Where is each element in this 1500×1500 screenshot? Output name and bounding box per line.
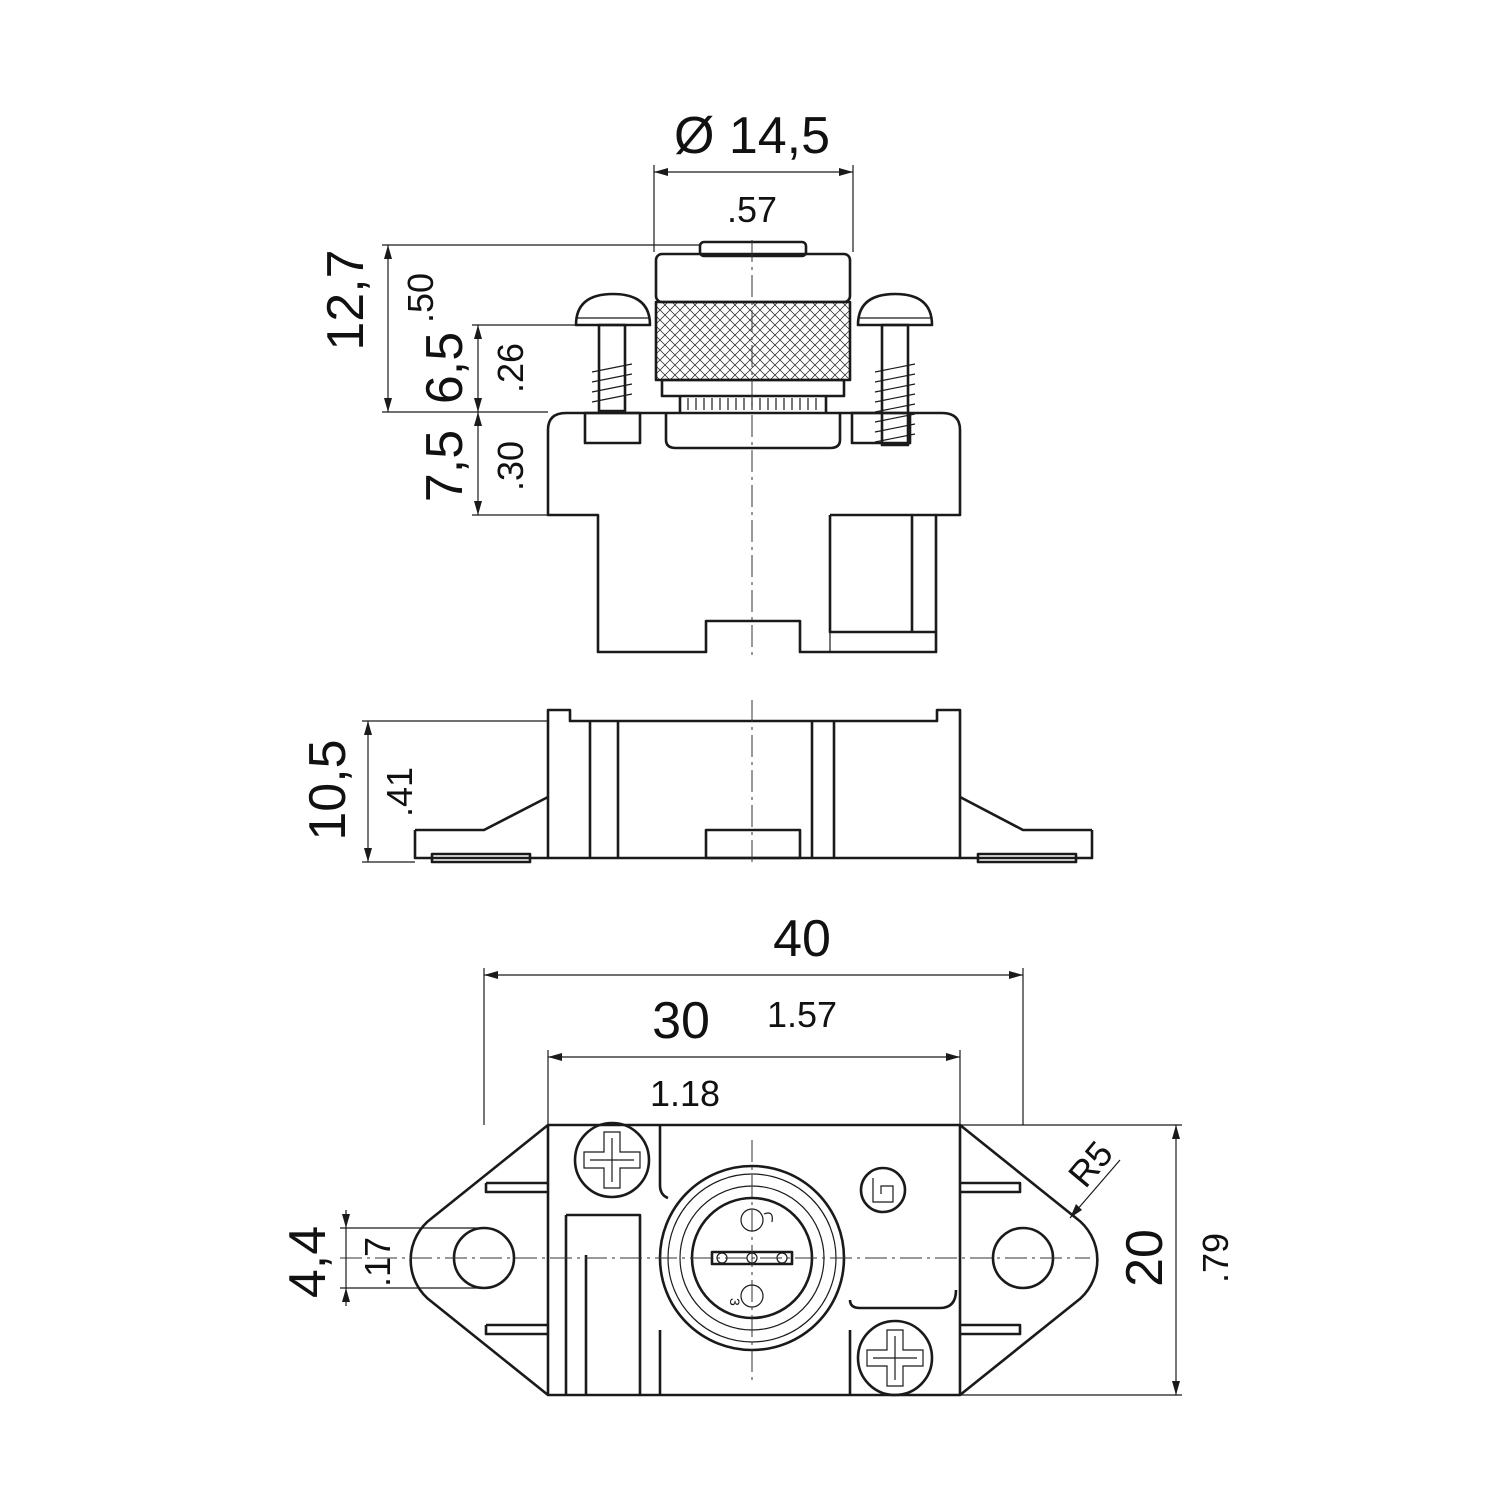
side-height-dimension: 10,5 .41 xyxy=(299,720,548,863)
height-lower-inch-label: .30 xyxy=(490,441,531,491)
side-height-inch-label: .41 xyxy=(379,767,420,817)
manufacturer-logo xyxy=(859,1166,907,1214)
right-screw xyxy=(856,292,934,447)
radius-label: R5 xyxy=(1060,1133,1121,1195)
diameter-label: Ø 14,5 xyxy=(674,107,830,165)
height-total-inch-label: .50 xyxy=(400,273,441,323)
side-view: 10,5 .41 xyxy=(299,700,1094,864)
bottom-view: 40 1.57 30 1.18 xyxy=(279,910,1236,1397)
flange-height-label: 20 xyxy=(1116,1229,1174,1287)
height-upper-inch-label: .26 xyxy=(490,343,531,393)
width-total-inch-label: 1.57 xyxy=(767,994,837,1035)
height-dimensions: 12,7 .50 6,5 .26 7,5 .30 xyxy=(317,244,700,516)
flange-height-inch-label: .79 xyxy=(1195,1233,1236,1283)
height-lower-label: 7,5 xyxy=(416,430,474,502)
hole-diameter-label: 4,4 xyxy=(279,1226,337,1298)
width-total-label: 40 xyxy=(773,910,831,968)
hole-diameter-inch-label: .17 xyxy=(357,1237,398,1287)
radius-dimension: R5 xyxy=(1060,1133,1121,1219)
housing-front xyxy=(546,411,962,654)
lower-screw-head xyxy=(856,1319,934,1397)
diameter-inch-label: .57 xyxy=(727,189,777,230)
top-view: Ø 14,5 .57 xyxy=(317,107,962,660)
hole-diameter-dimension: 4,4 .17 xyxy=(279,1210,484,1306)
hole-spacing-inch-label: 1.18 xyxy=(650,1073,720,1114)
coupling-nut xyxy=(654,240,852,412)
height-total-label: 12,7 xyxy=(317,249,375,350)
height-upper-label: 6,5 xyxy=(416,332,474,404)
hole-spacing-label: 30 xyxy=(652,992,710,1050)
upper-screw-head xyxy=(573,1121,651,1199)
left-screw xyxy=(574,292,652,413)
side-height-label: 10,5 xyxy=(299,739,357,840)
pin-number-label: 3 xyxy=(727,1298,743,1306)
width-dimensions: 40 1.57 30 1.18 xyxy=(483,910,1024,1125)
flange-height-dimension: 20 .79 xyxy=(960,1124,1236,1396)
diameter-dimension: Ø 14,5 .57 xyxy=(653,107,854,252)
